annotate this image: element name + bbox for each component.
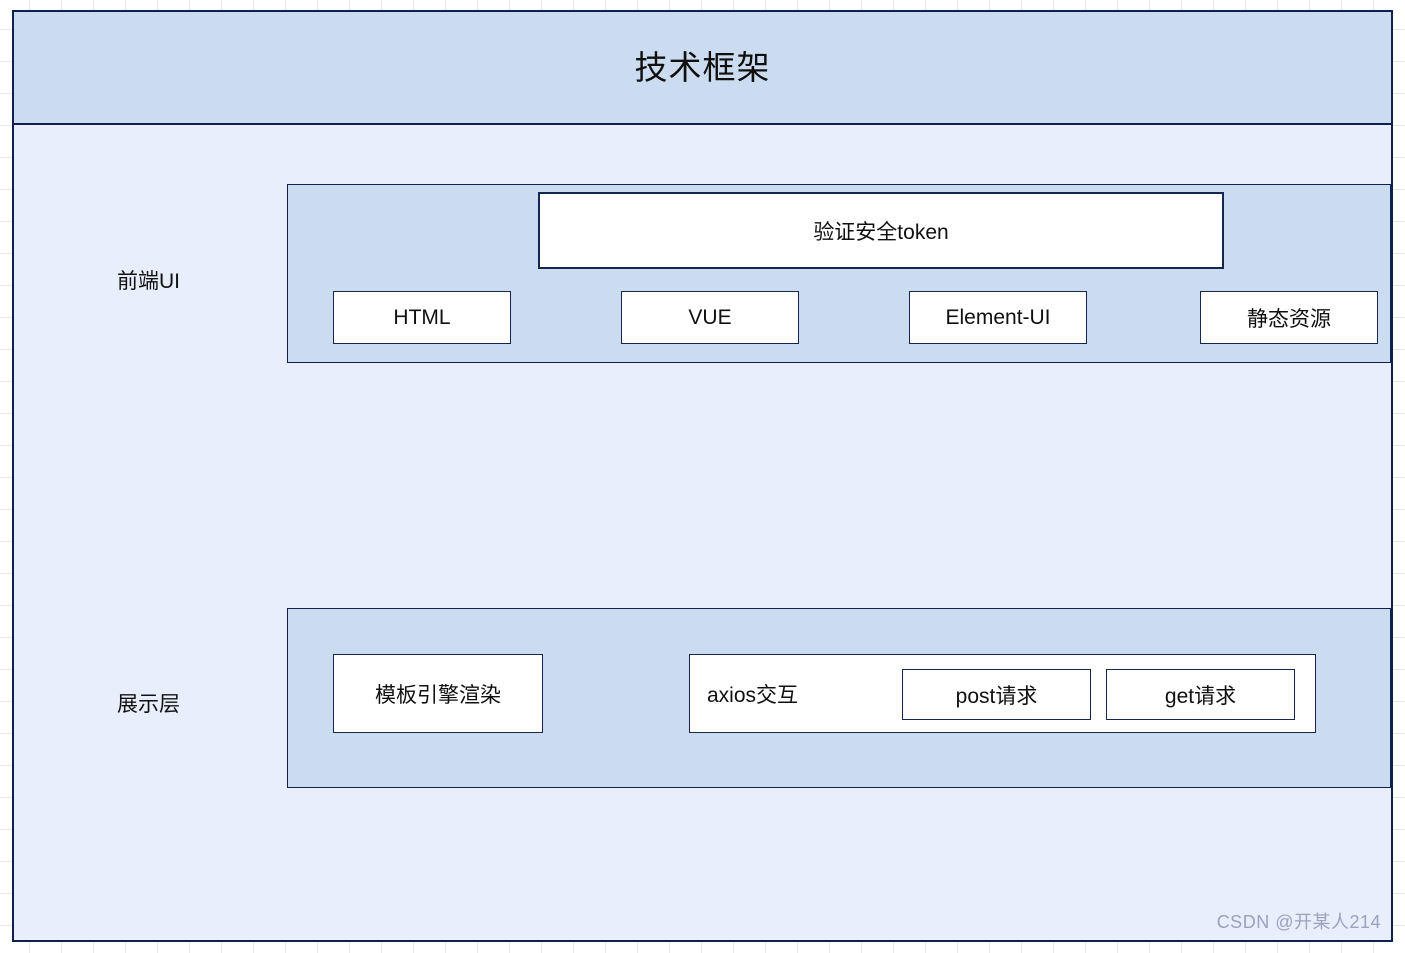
node-html[interactable]: HTML — [333, 291, 511, 344]
node-axios-interaction[interactable]: axios交互 post请求 get请求 — [689, 654, 1316, 733]
node-template-engine-render[interactable]: 模板引擎渲染 — [333, 654, 543, 733]
row-label-display-layer: 展示层 — [117, 693, 180, 716]
node-static-resource[interactable]: 静态资源 — [1200, 291, 1378, 344]
node-axios-label: axios交互 — [707, 683, 799, 707]
node-post-request[interactable]: post请求 — [902, 669, 1091, 720]
node-get-request[interactable]: get请求 — [1106, 669, 1295, 720]
title-band: 技术框架 — [14, 12, 1391, 125]
diagram-body: 前端UI 验证安全token HTML VUE Element-UI 静态资源 … — [14, 125, 1391, 940]
row-label-frontend-ui: 前端UI — [117, 270, 180, 293]
diagram-frame: 技术框架 前端UI 验证安全token HTML VUE Element-UI … — [12, 10, 1393, 942]
node-verify-security-token[interactable]: 验证安全token — [538, 192, 1224, 269]
group-panel-frontend-ui: 验证安全token HTML VUE Element-UI 静态资源 — [287, 184, 1391, 363]
watermark: CSDN @开某人214 — [1216, 912, 1381, 932]
group-panel-display-layer: 模板引擎渲染 axios交互 post请求 get请求 — [287, 608, 1391, 788]
node-element-ui[interactable]: Element-UI — [909, 291, 1087, 344]
node-vue[interactable]: VUE — [621, 291, 799, 344]
page-title: 技术框架 — [634, 49, 771, 86]
